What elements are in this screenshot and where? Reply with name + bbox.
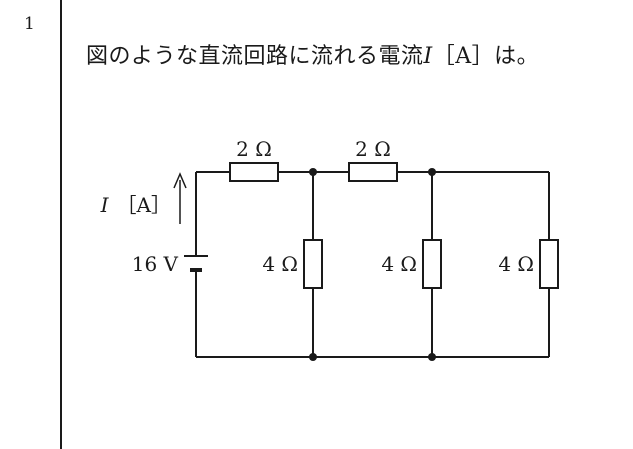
- label-shunt-2: 4 Ω: [381, 252, 417, 276]
- resistor-shunt-2: [422, 239, 442, 289]
- question-prefix: 図のような直流回路に流れる電流: [86, 44, 424, 69]
- label-current: I ［A］: [100, 193, 171, 217]
- label-series-1: 2 Ω: [236, 137, 272, 161]
- question-suffix: ［A］は。: [432, 44, 540, 69]
- label-shunt-1: 4 Ω: [262, 252, 298, 276]
- label-series-2: 2 Ω: [355, 137, 391, 161]
- junction-bottom-1: [309, 353, 317, 361]
- label-source-voltage: 16 V: [132, 252, 179, 276]
- question-text: 図のような直流回路に流れる電流I［A］は。: [86, 38, 539, 70]
- resistor-shunt-1: [303, 239, 323, 289]
- junction-top-2: [428, 168, 436, 176]
- resistor-series-2: [348, 162, 398, 182]
- current-arrow-head-icon: [173, 172, 187, 189]
- question-variable: I: [423, 44, 433, 69]
- margin-divider: [60, 0, 62, 449]
- resistor-series-1: [229, 162, 279, 182]
- junction-top-1: [309, 168, 317, 176]
- label-current-unit: ［A］: [117, 193, 171, 217]
- resistor-shunt-3: [539, 239, 559, 289]
- problem-number: 1: [24, 14, 35, 34]
- label-current-var: I: [100, 193, 110, 217]
- junction-bottom-2: [428, 353, 436, 361]
- label-shunt-3: 4 Ω: [498, 252, 534, 276]
